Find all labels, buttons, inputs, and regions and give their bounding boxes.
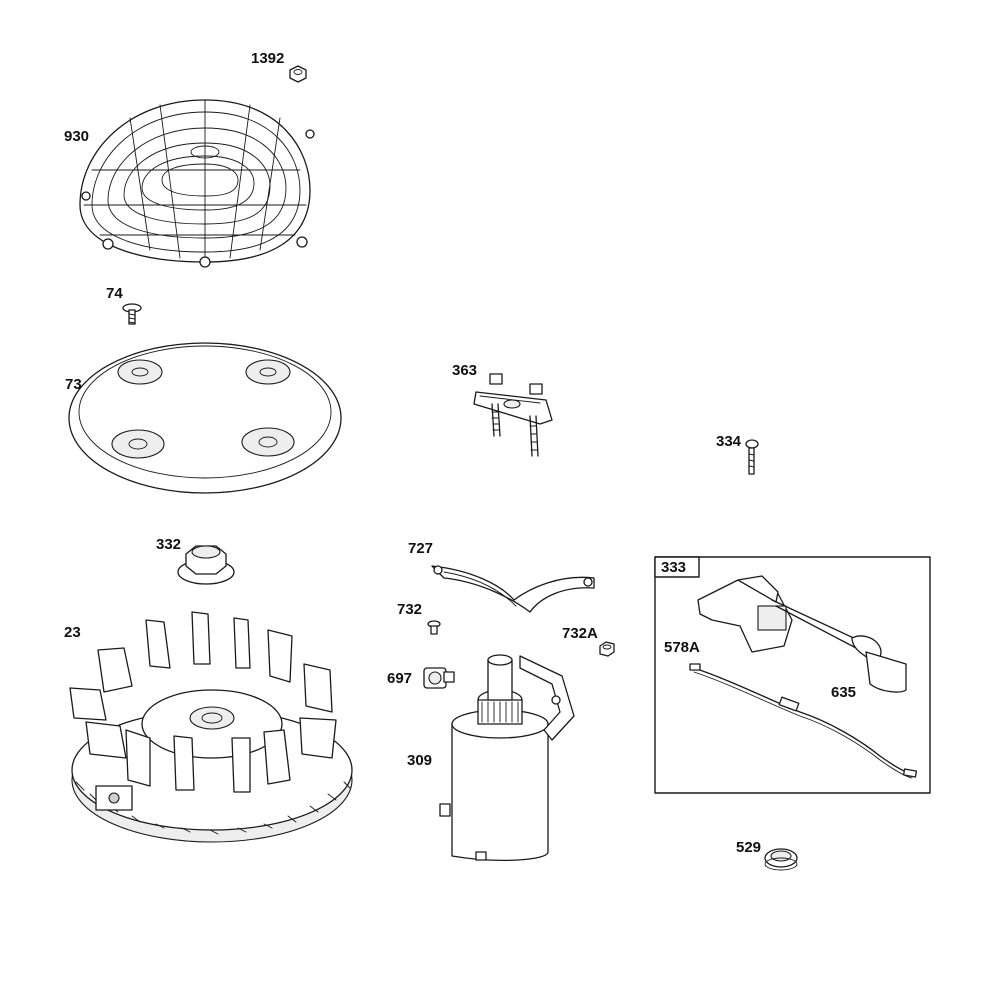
part-number-73: 73 — [65, 376, 82, 393]
part-number-732a: 732A — [562, 625, 598, 642]
cover-73-illustration — [68, 342, 342, 494]
part-number-529: 529 — [736, 839, 761, 856]
part-number-333: 333 — [661, 559, 686, 576]
screw-74-illustration — [122, 303, 142, 325]
fitting-697-illustration — [423, 667, 455, 689]
part-number-363: 363 — [452, 362, 477, 379]
part-number-727: 727 — [408, 540, 433, 557]
part-number-74: 74 — [106, 285, 123, 302]
part-number-309: 309 — [407, 752, 432, 769]
wire-578a-illustration — [689, 663, 918, 779]
part-number-332: 332 — [156, 536, 181, 553]
part-labels: 1392 930 74 73 363 334 332 727 23 732 73… — [64, 50, 856, 856]
part-number-1392: 1392 — [251, 50, 284, 67]
screw-732a-illustration — [599, 641, 615, 657]
nut-1392-illustration — [289, 65, 307, 83]
part-number-23: 23 — [64, 624, 81, 641]
part-number-732: 732 — [397, 601, 422, 618]
screw-732-illustration — [427, 620, 441, 635]
part-number-930: 930 — [64, 128, 89, 145]
screw-334-illustration — [745, 439, 759, 475]
grille-930-illustration — [79, 99, 315, 268]
starter-309-illustration — [439, 654, 575, 862]
grommet-529-illustration — [764, 848, 798, 871]
flywheel-23-illustration — [69, 611, 353, 843]
strap-727-illustration — [431, 565, 595, 613]
part-number-635: 635 — [831, 684, 856, 701]
ignition-box-333 — [654, 556, 931, 794]
part-number-334: 334 — [716, 433, 742, 450]
armature-333-illustration — [697, 575, 907, 693]
nut-332-illustration — [177, 545, 235, 585]
part-number-578a: 578A — [664, 639, 700, 656]
bracket-363-illustration — [473, 373, 553, 457]
part-number-697: 697 — [387, 670, 412, 687]
